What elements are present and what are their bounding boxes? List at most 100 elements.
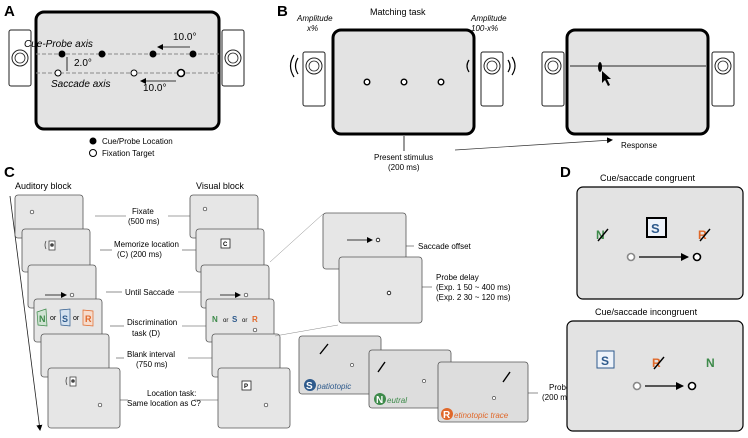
or-label: or (73, 315, 80, 322)
letter-r: R (85, 314, 92, 324)
stimulus-target-dot (400, 78, 408, 86)
probe-delay-screen (338, 256, 423, 324)
speaker-right-icon (711, 51, 735, 107)
step-5-label: Blank interval (127, 350, 175, 359)
letter-s: S (601, 354, 609, 368)
step-1-duration: (500 ms) (128, 217, 160, 226)
spatiotopic-label: patiotopic (316, 382, 351, 391)
probe-spatiotopic-screen: S patiotopic (298, 335, 382, 395)
cue-probe-axis-label: Cue-Probe axis (24, 39, 93, 50)
probe-label: Probe (549, 383, 571, 392)
timeline-arrow (454, 137, 613, 151)
letter-p: P (244, 384, 248, 390)
distance-10-bottom: 10.0° (143, 83, 166, 94)
or-label: or (242, 318, 247, 324)
mouse-cursor-icon (602, 71, 611, 86)
fixation-target-dot (130, 69, 138, 77)
probe-duration: (200 ms) (542, 393, 574, 402)
letter-r: R (652, 356, 661, 370)
incongruent-stimuli: S R N (596, 350, 715, 391)
step-2-label: Memorize location (114, 240, 179, 249)
step-5-duration: (750 ms) (136, 360, 168, 369)
visual-screen-6: P (217, 367, 291, 429)
spatiotopic-initial: S (306, 381, 313, 392)
probe-retinotopic-screen: R etinotopic trace (437, 361, 529, 423)
step-3-label: Until Saccade (125, 288, 175, 297)
legend-fixation-label: Fixation Target (102, 149, 155, 158)
probe-delay-exp1: (Exp. 1 50 ~ 400 ms) (436, 283, 511, 292)
fixation-dot (243, 292, 249, 298)
stimulus-target-dot (437, 78, 445, 86)
cue-location-dot (149, 50, 157, 58)
probe-delay-label: Probe delay (436, 273, 479, 282)
auditory-screen-6 (47, 367, 121, 429)
amplitude-right-label: Amplitude (470, 14, 507, 23)
speaker-right-icon (480, 51, 516, 107)
amplitude-right-value: 100-x% (471, 24, 498, 33)
probe-delay-exp2: (Exp. 2 30 ~ 120 ms) (436, 293, 511, 302)
letter-n: N (39, 314, 46, 324)
step-4-label: Discrimination (127, 318, 177, 327)
response-label: Response (621, 141, 658, 150)
congruent-screen (576, 186, 744, 300)
speaker-left-icon (541, 51, 565, 107)
incongruent-screen (566, 320, 744, 432)
speaker-right-icon (221, 29, 245, 87)
step-6-detail: Same location as C? (127, 399, 201, 408)
step-6-label: Location task: (147, 389, 196, 398)
amplitude-left-value: x% (306, 24, 318, 33)
visual-screen-2: C (195, 228, 265, 273)
legend-fixation-dot (89, 149, 97, 157)
letter-r: R (698, 228, 707, 242)
amplitude-left-label: Amplitude (296, 14, 333, 23)
distance-10-top: 10.0° (173, 32, 196, 43)
retinotopic-initial: R (443, 410, 451, 421)
neutral-label: eutral (387, 396, 407, 405)
letter-n: N (596, 228, 605, 242)
visual-block-title: Visual block (196, 181, 244, 191)
legend-cue-label: Cue/Probe Location (102, 137, 173, 146)
letter-s: S (232, 315, 238, 324)
letter-c: C (223, 242, 228, 248)
cue-location-dot (98, 50, 106, 58)
panel-b-letter: B (277, 3, 288, 20)
fixation-target-dot (54, 69, 62, 77)
cue-location-dot (58, 50, 66, 58)
neutral-initial: N (376, 395, 383, 406)
or-label: or (50, 315, 57, 322)
step-1-label: Fixate (132, 207, 154, 216)
panel-b-screen-response (565, 28, 710, 136)
retinotopic-label: etinotopic trace (454, 411, 509, 420)
stimulus-target-dot (363, 78, 371, 86)
fixation-dot (69, 292, 75, 298)
speaker-left-icon (289, 51, 326, 107)
panel-a-screen (34, 10, 221, 131)
legend-cue-dot (89, 137, 97, 145)
present-stimulus-label: Present stimulus (374, 153, 433, 162)
step-4-detail: task (D) (132, 329, 160, 338)
panel-d-letter: D (560, 164, 571, 181)
letter-r: R (252, 315, 258, 324)
speaker-left-icon (8, 29, 32, 87)
step-2-duration: (C) (200 ms) (117, 250, 162, 259)
probe-neutral-screen: N eutral (368, 349, 452, 409)
step-labels: Fixate (500 ms) Memorize location (C) (2… (95, 207, 218, 408)
congruent-stimuli: N S R (596, 217, 711, 262)
letter-n: N (706, 356, 715, 370)
letter-s: S (651, 221, 660, 236)
panel-a-letter: A (4, 3, 15, 20)
distance-2-label: 2.0° (74, 58, 92, 69)
matching-task-title: Matching task (370, 7, 426, 17)
discrimination-letters-auditory: N or S or R (36, 308, 94, 327)
zoom-line (274, 324, 339, 337)
response-marker (598, 62, 602, 72)
auditory-block-title: Auditory block (15, 181, 72, 191)
zoom-line (269, 213, 324, 263)
congruent-title: Cue/saccade congruent (600, 173, 696, 183)
incongruent-title: Cue/saccade incongruent (595, 307, 698, 317)
sound-wave-icon (466, 59, 470, 73)
or-label: or (223, 318, 228, 324)
discrimination-letters-visual: N or S or R (212, 315, 258, 324)
letter-s: S (62, 314, 68, 324)
